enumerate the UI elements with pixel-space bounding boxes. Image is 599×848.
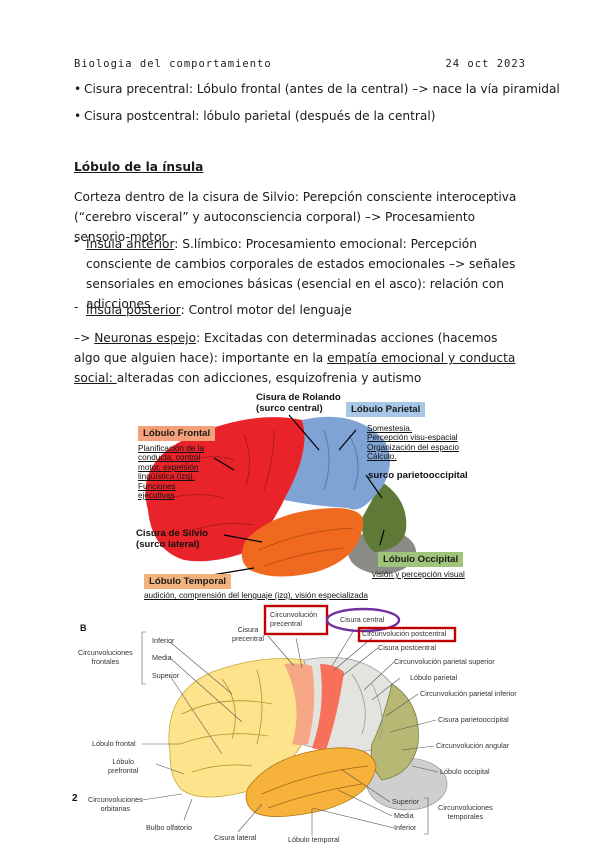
label-lobulo-occipital: Lóbulo occipital xyxy=(440,767,490,776)
header-date: 24 oct 2023 xyxy=(445,58,526,70)
label-cisura-central: Cisura central xyxy=(340,615,385,624)
brain-gyri-figure: B 2 Inferior Media Superior Circunvoluci… xyxy=(72,604,526,844)
mirror-neurons-paragraph: –> Neuronas espejo: Excitadas con determ… xyxy=(74,331,516,385)
temporal-tag: Lóbulo Temporal xyxy=(144,574,232,589)
label-lobulo-frontal: Lóbulo frontal xyxy=(92,739,136,748)
parieto-occipital-label: surco parietooccipital xyxy=(368,470,468,481)
brain-gyri-illustration xyxy=(141,604,457,836)
label-lobulo-parietal: Lóbulo parietal xyxy=(410,673,458,682)
dash-item-insula-posterior: - Ínsula posterior: Control motor del le… xyxy=(74,300,352,317)
label-circ-parietal-superior: Circunvolución parietal superior xyxy=(394,657,495,666)
frontal-tag: Lóbulo Frontal xyxy=(138,426,216,441)
bullet-item: •Cisura postcentral: lóbulo parietal (de… xyxy=(74,109,436,123)
label-circ-angular: Circunvolución angular xyxy=(436,741,510,750)
label-temporal-inferior: Inferior xyxy=(394,823,417,832)
label-circ-postcentral: Circunvolución postcentral xyxy=(362,629,447,638)
label-circ-parietal-inferior: Circunvolución parietal inferior xyxy=(420,689,517,698)
section-title: Lóbulo de la ínsula xyxy=(74,160,204,174)
page-number: 2 xyxy=(72,793,78,804)
label-inferior-frontal: Inferior xyxy=(152,636,175,645)
temporal-desc: audición, comprensión del lenguaje (izq)… xyxy=(144,591,368,600)
label-temporal-media: Media xyxy=(394,811,414,820)
intro-paragraph: Corteza dentro de la cisura de Silvio: P… xyxy=(74,190,517,244)
label-temporal-superior: Superior xyxy=(392,797,420,806)
bullet-item: •Cisura precentral: Lóbulo frontal (ante… xyxy=(74,82,560,96)
page-header: Biologia del comportamiento 24 oct 2023 xyxy=(74,58,526,70)
figure-letter: B xyxy=(80,623,87,633)
occipital-tag: Lóbulo Occipital xyxy=(378,552,464,567)
label-cisura-postcentral: Cisura postcentral xyxy=(378,643,436,652)
label-superior-frontal: Superior xyxy=(152,671,180,680)
dash-item-insula-anterior: - Ínsula anterior: S.límbico: Procesamie… xyxy=(74,234,516,311)
label-lobulo-temporal: Lóbulo temporal xyxy=(288,835,340,844)
label-media-frontal: Media xyxy=(152,653,172,662)
brain-lobes-figure: Cisura de Rolando(surco central) Lóbulo … xyxy=(134,390,468,608)
label-bulbo-olfatorio: Bulbo olfatorio xyxy=(146,823,192,832)
parietal-tag: Lóbulo Parietal xyxy=(346,402,426,417)
rolando-label: Cisura de Rolando(surco central) xyxy=(256,392,341,414)
occipital-desc: visión y percepción visual xyxy=(372,570,465,579)
silvio-label: Cisura de Silvio(surco lateral) xyxy=(136,528,208,550)
label-cisura-lateral: Cisura lateral xyxy=(214,833,257,842)
header-subject: Biologia del comportamiento xyxy=(74,58,272,70)
label-cisura-parietooccipital: Cisura parietooccipital xyxy=(438,715,509,724)
